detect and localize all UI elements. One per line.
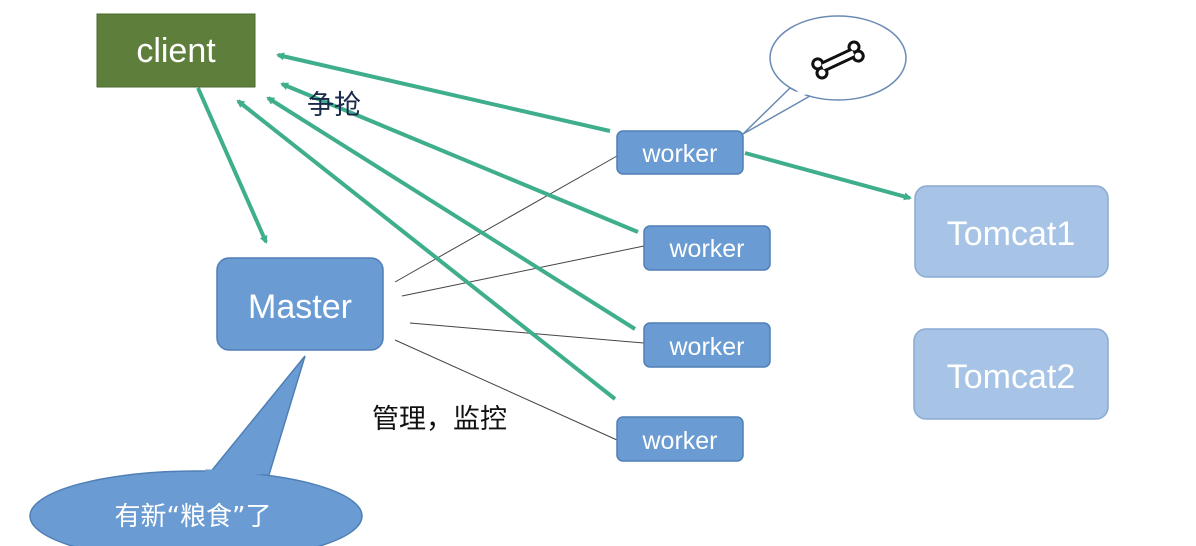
worker-node-2: worker (643, 225, 771, 271)
line-master-worker3 (409, 322, 645, 344)
worker-label: worker (668, 333, 744, 361)
worker-label: worker (641, 140, 717, 168)
new-food-label: 有新“粮食”了 (115, 502, 272, 532)
manage-label: 管理，监控 (372, 404, 507, 435)
master-node: Master (216, 257, 384, 351)
arrow-worker4-client (236, 99, 617, 401)
worker-node-3: worker (643, 322, 771, 368)
tomcat2-node: Tomcat2 (913, 328, 1109, 420)
arrow-worker1-client (276, 52, 611, 133)
worker-label: worker (641, 427, 717, 455)
arrows (196, 52, 912, 401)
tomcat2-label: Tomcat2 (947, 358, 1076, 396)
thought-bubble (742, 15, 907, 135)
arrow-worker2-client (280, 82, 639, 234)
bone-icon (811, 40, 865, 80)
arrow-worker3-client (266, 96, 637, 331)
arrow-client-master (196, 87, 268, 244)
worker-label: worker (668, 235, 744, 263)
worker-node-4: worker (616, 416, 744, 462)
tomcat1-node: Tomcat1 (914, 185, 1109, 278)
client-label: client (136, 32, 216, 70)
arrow-worker1-tomcat1 (744, 151, 912, 201)
worker-node-1: worker (616, 130, 744, 175)
line-master-worker4 (394, 339, 618, 441)
compete-label: 争抢 (307, 90, 361, 121)
line-master-worker1 (394, 155, 618, 283)
master-speech-bubble: 有新“粮食”了 (29, 355, 363, 546)
tomcat1-label: Tomcat1 (947, 215, 1076, 253)
management-lines (394, 155, 645, 441)
master-label: Master (248, 288, 352, 326)
line-master-worker2 (401, 245, 645, 297)
client-node: client (96, 13, 256, 88)
